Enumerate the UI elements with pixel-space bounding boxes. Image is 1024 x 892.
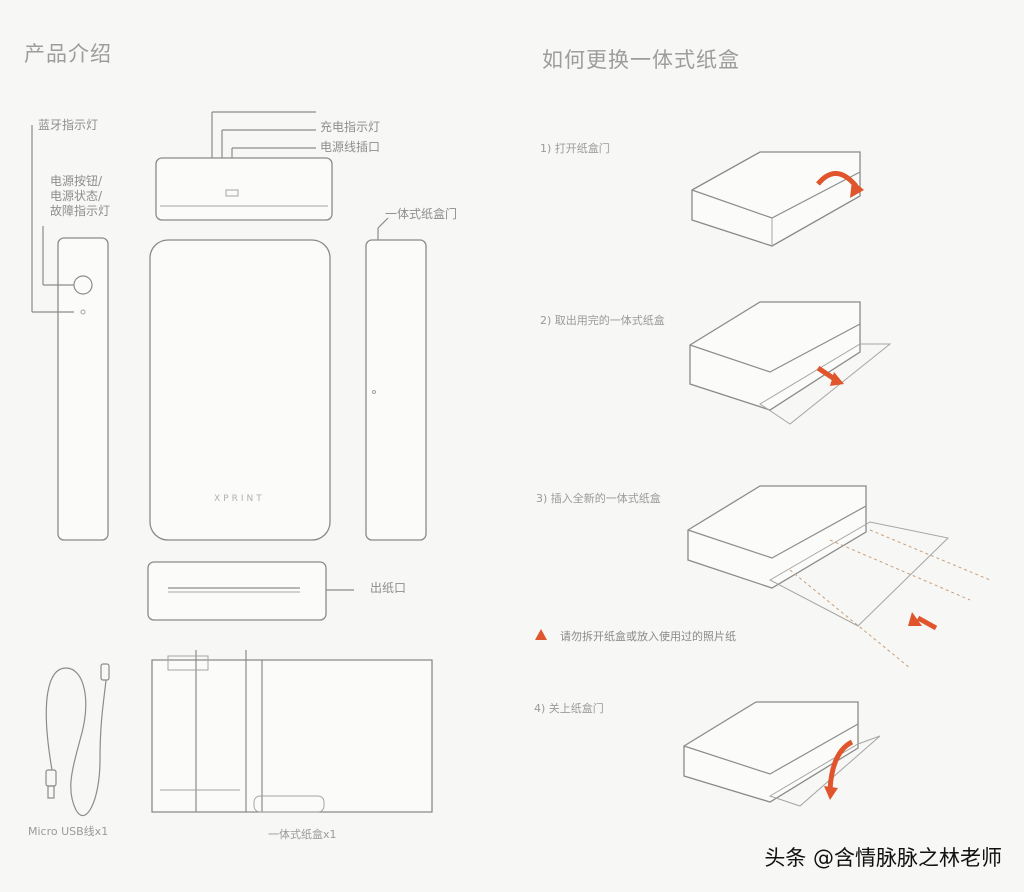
step-3-label: 3) 插入全新的一体式纸盒 <box>536 492 661 505</box>
printer-left-side-view <box>31 125 109 541</box>
printer-right-side-view <box>365 217 427 541</box>
watermark: 头条 @含情脉脉之林老师 <box>764 846 1002 870</box>
product-intro-title: 产品介绍 <box>24 42 112 66</box>
step2-illustration <box>689 301 892 425</box>
bluetooth-indicator-label: 蓝牙指示灯 <box>38 118 99 132</box>
power-button-label-1: 电源按钮/ <box>50 174 103 188</box>
replace-cartridge-title: 如何更换一体式纸盒 <box>542 48 740 72</box>
printer-bottom-view <box>147 561 354 621</box>
cartridge-door-label: 一体式纸盒门 <box>385 207 458 221</box>
step-1-label: 1) 打开纸盒门 <box>540 142 610 155</box>
charge-indicator-label: 充电指示灯 <box>320 120 381 134</box>
brand-logo-text: XPRINT <box>214 494 265 504</box>
step-2-label: 2) 取出用完的一体式纸盒 <box>540 314 665 327</box>
step3-illustration <box>535 485 991 669</box>
printer-front-view <box>149 239 331 541</box>
paper-cartridge <box>151 650 433 813</box>
power-port-label: 电源线插口 <box>320 140 381 154</box>
step-4-label: 4) 关上纸盒门 <box>534 702 604 715</box>
cartridge-caption: 一体式纸盒x1 <box>268 828 337 841</box>
usb-cable-caption: Micro USB线x1 <box>28 825 109 838</box>
printer-top-view <box>155 111 333 221</box>
power-button-label-2: 电源状态/ <box>50 189 103 203</box>
warning-text: 请勿拆开纸盒或放入使用过的照片纸 <box>560 630 736 643</box>
step1-illustration <box>691 151 864 247</box>
warning-triangle-icon <box>535 629 547 640</box>
step4-illustration <box>683 701 881 807</box>
power-button-label-3: 故障指示灯 <box>50 204 111 218</box>
usb-cable <box>45 663 110 817</box>
paper-output-label: 出纸口 <box>370 581 407 595</box>
